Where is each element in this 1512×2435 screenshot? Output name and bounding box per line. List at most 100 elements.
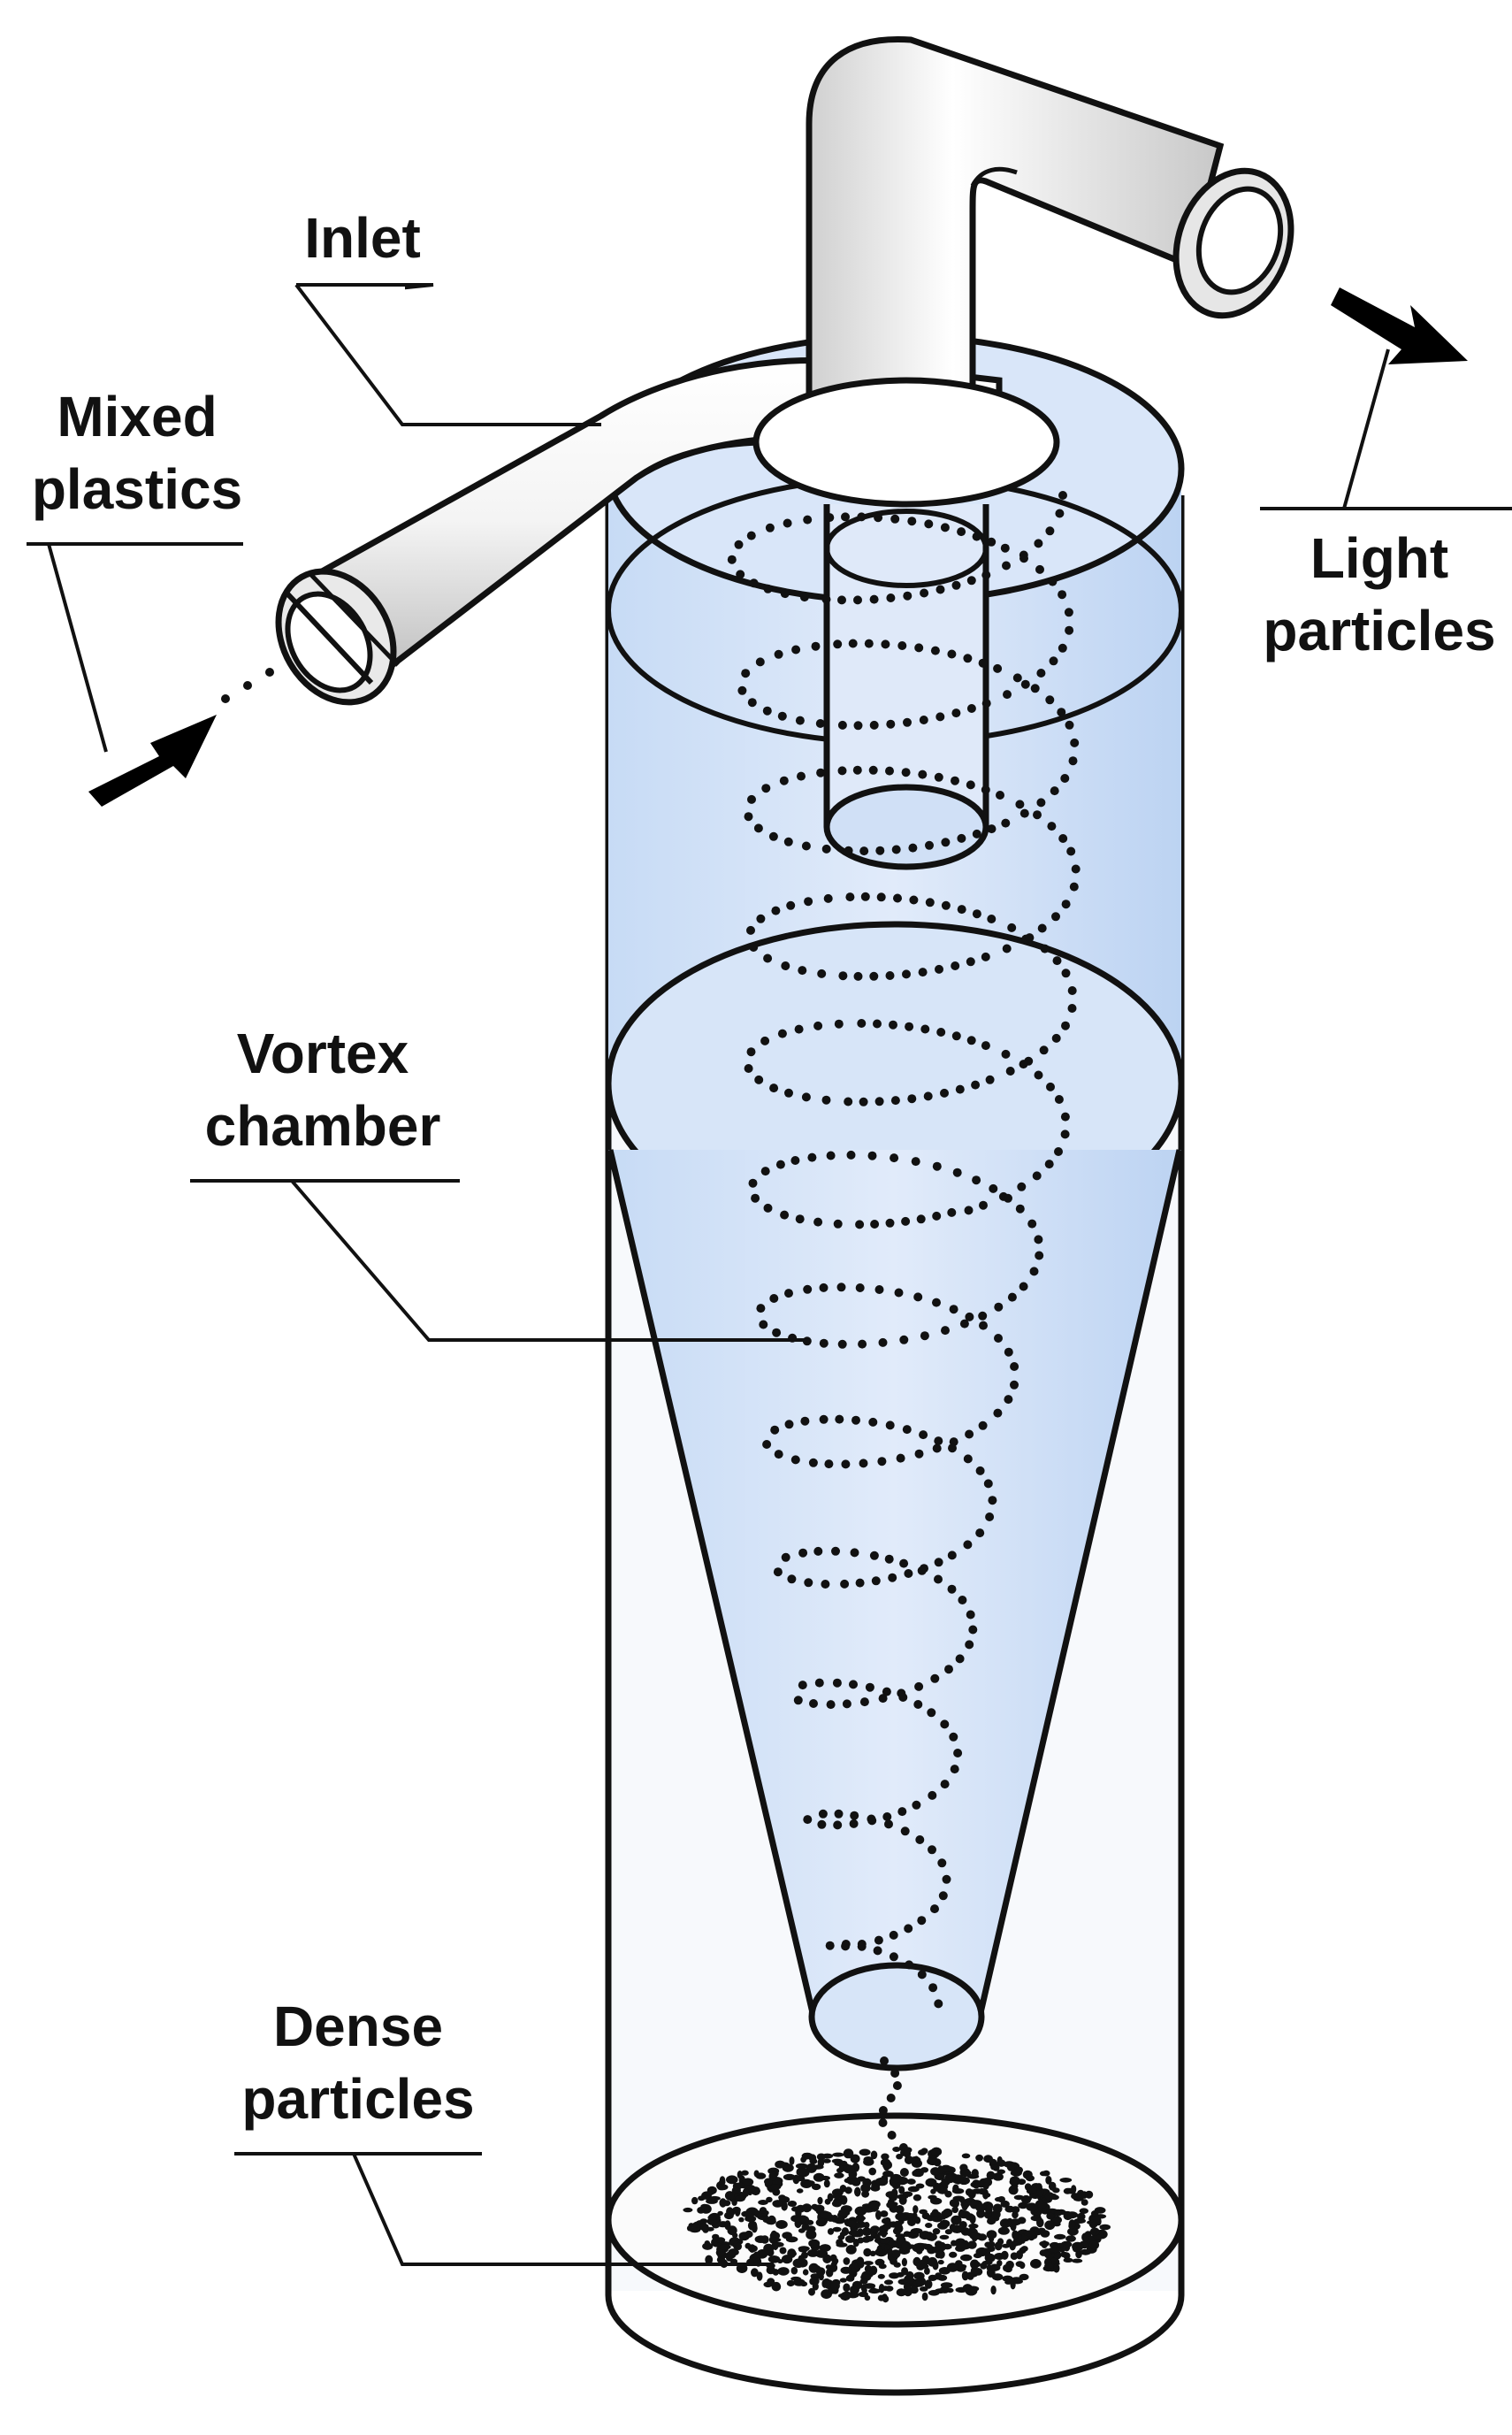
dense-particle [859, 2148, 871, 2156]
dense-particle [763, 2281, 773, 2288]
spiral-dot [1061, 969, 1071, 978]
spiral-dot [938, 1891, 948, 1901]
dense-particle [790, 2215, 801, 2223]
dense-particle [937, 2250, 945, 2259]
spiral-dot [846, 1150, 856, 1160]
dense-particle [725, 2251, 737, 2259]
spiral-dot [1019, 1060, 1028, 1069]
spiral-dot [801, 841, 811, 851]
spiral-dot [1005, 1067, 1015, 1076]
dense-particle [937, 2165, 943, 2174]
dense-particle [1019, 2273, 1029, 2281]
spiral-dot [966, 1036, 976, 1045]
spiral-dot [850, 1811, 859, 1820]
label-inlet-line1: Inlet [304, 206, 421, 270]
spiral-dot [748, 1178, 758, 1188]
dense-particle [921, 2292, 928, 2301]
dense-particle [798, 2247, 808, 2253]
spiral-dot [941, 838, 951, 847]
spiral-dot [832, 1678, 842, 1688]
dense-particle [876, 2177, 889, 2186]
spiral-dot [963, 654, 973, 663]
dense-particle [913, 2194, 922, 2201]
spiral-dot [772, 1328, 782, 1337]
dense-particle [903, 2149, 912, 2158]
dense-particle [1009, 2241, 1019, 2247]
spiral-dot [994, 1302, 1004, 1312]
spiral-dot [885, 971, 895, 980]
spiral-dot [975, 1528, 985, 1538]
dense-particle [874, 2233, 881, 2241]
falling-dot [892, 2081, 902, 2090]
dense-particle [969, 2214, 976, 2224]
dense-particle [832, 2257, 839, 2264]
dense-particle [890, 2249, 901, 2259]
spiral-dot [916, 1214, 926, 1224]
spiral-dot [930, 1673, 940, 1683]
dense-particle [869, 2250, 876, 2256]
spiral-dot [952, 1168, 962, 1177]
spiral-dot [944, 1665, 953, 1674]
spiral-dot [833, 1219, 843, 1229]
dense-particle [1081, 2232, 1089, 2242]
dense-particle [924, 2267, 930, 2275]
dense-particle [829, 2263, 838, 2272]
spiral-dot [794, 1024, 804, 1034]
dense-particle [951, 2240, 957, 2247]
spiral-dot [987, 915, 997, 923]
spiral-dot [1032, 1171, 1042, 1181]
spiral-dot [869, 720, 879, 730]
leader-lines [27, 283, 1512, 2266]
dense-particle [949, 2251, 958, 2258]
label-vortex-chamber: Vortex chamber [186, 1017, 460, 1162]
spiral-dot [966, 957, 975, 967]
dense-particle [1012, 2230, 1019, 2240]
spiral-dot [761, 784, 771, 793]
dense-particle [689, 2227, 701, 2233]
spiral-dot [799, 593, 809, 602]
dense-particle [802, 2153, 808, 2161]
spiral-dot [849, 1819, 859, 1828]
spiral-dot [920, 588, 929, 598]
spiral-dot [957, 527, 966, 537]
spiral-dot [934, 1999, 943, 2009]
spiral-dot [826, 1151, 836, 1160]
dense-particle [1065, 2235, 1076, 2242]
spiral-dot [859, 1697, 869, 1707]
dense-particle [905, 2213, 916, 2218]
spiral-dot [965, 1312, 974, 1321]
dense-particle [808, 2239, 821, 2248]
dense-particle [932, 2228, 941, 2235]
dense-particle [1031, 2259, 1041, 2266]
dense-particle [855, 2214, 865, 2224]
spiral-dot [795, 1214, 805, 1224]
spiral-dot [746, 531, 756, 540]
spiral-dot [786, 900, 796, 910]
dense-particle [756, 2271, 763, 2281]
dense-particle [891, 2188, 898, 2198]
spiral-dot [890, 1096, 900, 1106]
dense-particle [789, 2156, 795, 2165]
spiral-dot [1000, 543, 1010, 553]
spiral-dot [1058, 834, 1068, 843]
dense-particle [702, 2242, 714, 2250]
spiral-dot [915, 1835, 925, 1844]
dense-particle [937, 2259, 944, 2265]
spiral-dot [1064, 608, 1073, 617]
dense-particle [830, 2280, 840, 2291]
spiral-dot [783, 518, 792, 528]
label-dense-particles-line2: particles [241, 2067, 475, 2131]
label-light-particles-line2: particles [1263, 599, 1496, 662]
spiral-dot [898, 1693, 908, 1702]
spiral-dot [925, 840, 934, 850]
spiral-dot [1007, 1292, 1017, 1302]
dense-particle [794, 2175, 806, 2182]
cone [607, 1149, 1183, 2071]
spiral-dot [869, 971, 879, 981]
dense-particle [1019, 2262, 1026, 2270]
spiral-dot [798, 1548, 808, 1558]
dense-particle [1048, 2181, 1057, 2191]
spiral-dot [1002, 561, 1011, 570]
spiral-dot [1068, 756, 1078, 766]
dense-particle [883, 2163, 890, 2171]
